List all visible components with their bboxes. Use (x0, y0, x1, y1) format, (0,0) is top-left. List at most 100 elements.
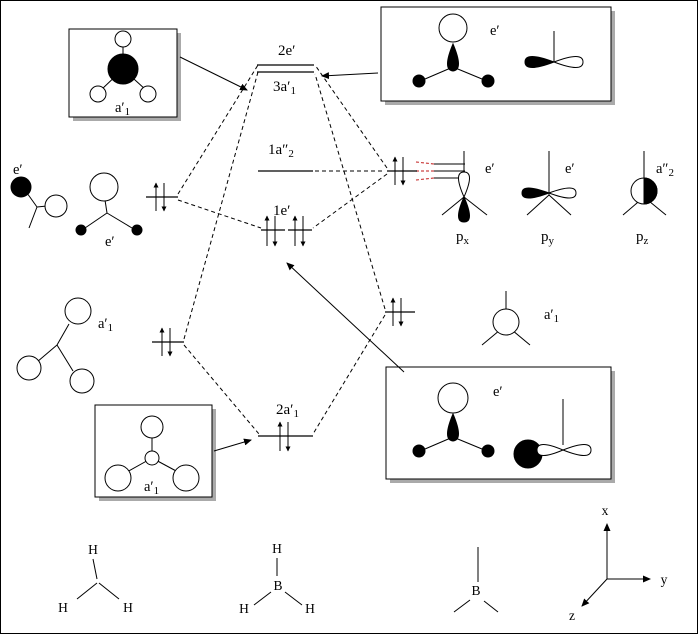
box-frame (380, 6, 612, 102)
bond-line (28, 206, 38, 229)
bond-line (253, 591, 272, 606)
bond-line (56, 344, 74, 372)
axis-label-x: x (602, 503, 609, 518)
boron-p-orbitals: e′ px e′ py a″2 pz (441, 151, 674, 247)
coordinate-axes: x y z (569, 503, 668, 623)
atom-label-h: H (272, 541, 282, 556)
symmetry-label: a″2 (656, 161, 674, 179)
orbital-lobe-open (140, 415, 164, 439)
axis-label-z: z (569, 608, 575, 623)
bond-line (98, 582, 120, 600)
orbital-lobe-open (16, 355, 42, 381)
box-frame (385, 366, 612, 480)
orbital-lobe-open (114, 30, 132, 48)
h-orbital-dot (412, 444, 426, 458)
orbital-lobe-half-filled (643, 177, 658, 205)
orbital-lobe-open (458, 171, 470, 199)
orbital-lobe-open (552, 56, 584, 68)
symmetry-label: e′ (105, 234, 115, 250)
bond-line (463, 196, 488, 216)
center-mo-levels: 2e′ 3a′1 1a″2 1e′ 2a′1 (257, 43, 314, 452)
orbital-lobe-open (561, 444, 592, 456)
bh3-structure: H B H H (239, 541, 315, 616)
orbital-lobe-filled (447, 412, 459, 442)
dash-s-to-3a1 (314, 73, 386, 310)
orbital-lobe-open (89, 85, 107, 103)
boron-structure: B (453, 547, 499, 613)
atom-label-b: B (471, 583, 480, 598)
orbital-lobe-open (438, 13, 468, 43)
atom-label-b: B (273, 578, 282, 593)
bond-line (284, 591, 303, 606)
level-label-2e: 2e′ (278, 43, 295, 59)
inset-box-bottom-right: e′ (385, 366, 615, 483)
orbital-lobe-open (139, 85, 157, 103)
dash-p-to-1e (312, 173, 388, 229)
left-a1-group-orbital: a′1 (16, 297, 113, 394)
orbital-name-px: px (456, 229, 470, 247)
orbital-lobe-filled (10, 176, 32, 198)
orbital-name-pz: pz (636, 229, 649, 247)
orbital-lobe-open (437, 382, 469, 414)
symmetry-label: a′1 (144, 479, 159, 497)
left-fragment-levels (146, 182, 184, 357)
orbital-lobe-filled (524, 56, 556, 68)
bond-line (84, 212, 108, 229)
bond-line (548, 194, 572, 216)
h-orbital-dot (412, 74, 426, 88)
bond-line (92, 558, 98, 580)
inset-box-bottom-left: a′1 (94, 404, 216, 501)
red-dash-top (415, 161, 435, 165)
orbital-lobe-open (69, 368, 95, 394)
atom-label-h: H (123, 600, 133, 615)
bond-line (441, 196, 465, 216)
orbital-lobe-filled (521, 187, 551, 199)
inset-box-top-left: a′1 (68, 28, 181, 121)
right-atom-levels (385, 156, 465, 327)
h-orbital-dot (75, 224, 87, 236)
symmetry-label: e′ (13, 162, 23, 178)
orbital-lobe-open (104, 464, 132, 492)
bond-line (36, 344, 58, 363)
bond-line (76, 582, 98, 600)
arrow-box-br-to-1e (286, 262, 405, 373)
symmetry-label: e′ (490, 23, 500, 39)
bond-line (56, 323, 70, 346)
bond-line (452, 436, 483, 450)
inset-box-top-right: e′ (380, 6, 615, 105)
orbital-lobe-open (547, 187, 577, 199)
bond-line (106, 212, 133, 229)
atom-label-h: H (58, 600, 68, 615)
orbital-lobe-open (172, 464, 200, 492)
orbital-lobe-filled (107, 53, 139, 85)
atom-label-h: H (239, 601, 249, 616)
dash-p-to-2e (314, 64, 388, 169)
symmetry-label: e′ (485, 161, 495, 177)
bond-line (453, 599, 471, 613)
level-label-2a1: 2a′1 (276, 402, 299, 420)
orbital-lobe-open (536, 444, 565, 456)
h-orbital-dot (131, 224, 143, 236)
arrow-box-tl-to-3a1 (179, 56, 248, 91)
dash-lefte-to-2e (177, 64, 259, 195)
orbital-lobe-open (44, 194, 68, 218)
bond-line (483, 600, 499, 613)
dash-lefte-to-1e (177, 199, 262, 229)
boron-s-orbital: a′1 (481, 291, 559, 346)
arrow-box-bl-to-2a1 (213, 438, 252, 452)
atom-label-h: H (305, 601, 315, 616)
left-e-group-orbitals: e′ e′ (10, 162, 143, 250)
bond-line (452, 66, 483, 80)
symmetry-label: e′ (565, 161, 575, 177)
orbital-lobe-open (144, 450, 160, 466)
orbital-name-py: py (541, 229, 555, 247)
bond-line (104, 199, 108, 214)
h-orbital-dot (481, 74, 495, 88)
level-label-1e: 1e′ (273, 203, 290, 219)
orbital-lobe-filled (458, 195, 470, 223)
symmetry-label: a′1 (115, 100, 130, 118)
symmetry-label: e′ (493, 384, 503, 400)
arrow-box-tr-to-2e (321, 72, 379, 80)
dash-s-to-2a1 (312, 314, 386, 435)
bond-line (26, 192, 38, 208)
